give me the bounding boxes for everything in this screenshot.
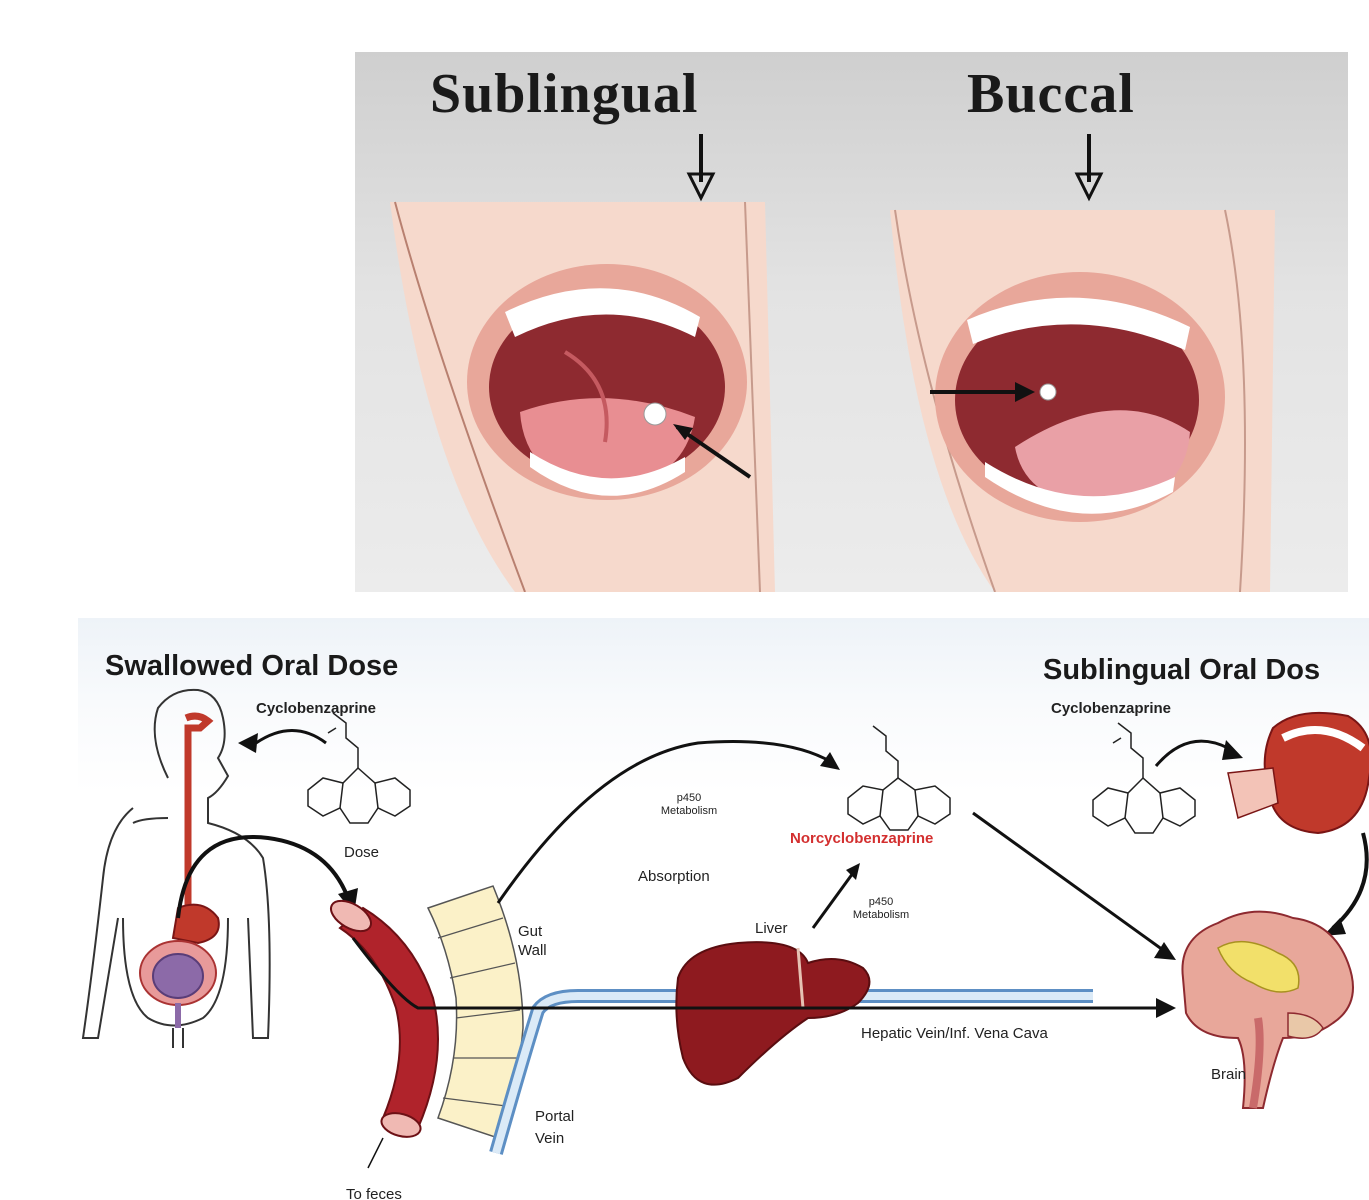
- brain-label: Brain: [1211, 1066, 1247, 1083]
- sublingual-dose-arrow: [1154, 739, 1229, 767]
- sublingual-down-arrow-icon: [686, 134, 716, 202]
- arrowhead-icon: [1154, 942, 1176, 960]
- dose-to-mouth-arrow: [255, 729, 327, 745]
- drug-pathway-diagram: Swallowed Oral Dose Sublingual Oral Dos …: [78, 618, 1369, 1200]
- portal-vein-label: Portal Vein: [535, 1108, 575, 1147]
- arrowhead-icon: [238, 733, 258, 753]
- dose-label: Dose: [344, 844, 380, 861]
- cyclobenzaprine-molecule-right: [1092, 722, 1196, 834]
- norcyclobenzaprine-molecule: [847, 725, 951, 831]
- stomach-to-gut-arrow: [176, 835, 350, 919]
- liver-illustration: [675, 941, 871, 1086]
- arrowhead-icon: [1323, 918, 1346, 936]
- mouth-to-brain-arrow: [1331, 832, 1369, 930]
- mouth-illustrations: [390, 134, 1275, 592]
- to-feces-arrow: [367, 1137, 384, 1169]
- human-body-illustration: [81, 688, 271, 1048]
- sublingual-title: Sublingual: [430, 63, 699, 125]
- norcyclobenzaprine-label: Norcyclobenzaprine: [790, 830, 934, 847]
- liver-label: Liver: [755, 920, 788, 937]
- arrowhead-icon: [1222, 740, 1243, 760]
- hepatic-vein-label: Hepatic Vein/Inf. Vena Cava: [861, 1025, 1048, 1042]
- gut-wall-label: Gut Wall: [518, 923, 547, 959]
- buccal-title: Buccal: [967, 63, 1135, 125]
- arrowhead-icon: [820, 752, 840, 770]
- buccal-mouth-illustration: [890, 209, 1275, 592]
- sublingual-oral-dose-title: Sublingual Oral Dos: [1043, 654, 1321, 686]
- p450-metabolism-label-liver: p450 Metabolism: [852, 896, 910, 921]
- absorption-label: Absorption: [638, 868, 710, 885]
- to-feces-label: To feces: [346, 1186, 402, 1200]
- arrowhead-icon: [1156, 998, 1176, 1018]
- liver-metabolism-arrow: [811, 872, 855, 929]
- intestine-tube: [330, 899, 439, 1138]
- swallowed-oral-dose-title: Swallowed Oral Dose: [105, 650, 399, 682]
- cyclobenzaprine-molecule-left: [307, 712, 411, 824]
- absorption-to-brain-arrow: [351, 937, 1158, 1010]
- arrowhead-icon: [846, 863, 860, 880]
- pathway-graphics: [81, 688, 1369, 1169]
- gut-metabolism-arrow: [496, 740, 834, 904]
- oral-route-illustration: Sublingual Buccal: [355, 52, 1348, 592]
- sublingual-mouth-small: [1227, 711, 1369, 835]
- brain-illustration: [1181, 910, 1354, 1109]
- portal-vein: [489, 989, 1093, 1155]
- cyclobenzaprine-label-right: Cyclobenzaprine: [1051, 700, 1172, 717]
- buccal-down-arrow-icon: [1074, 134, 1104, 202]
- metabolite-to-brain-arrow: [972, 811, 1164, 952]
- sublingual-mouth-illustration: [390, 201, 775, 592]
- cyclobenzaprine-label-left: Cyclobenzaprine: [256, 700, 377, 717]
- p450-metabolism-label-top: p450 Metabolism: [660, 792, 718, 817]
